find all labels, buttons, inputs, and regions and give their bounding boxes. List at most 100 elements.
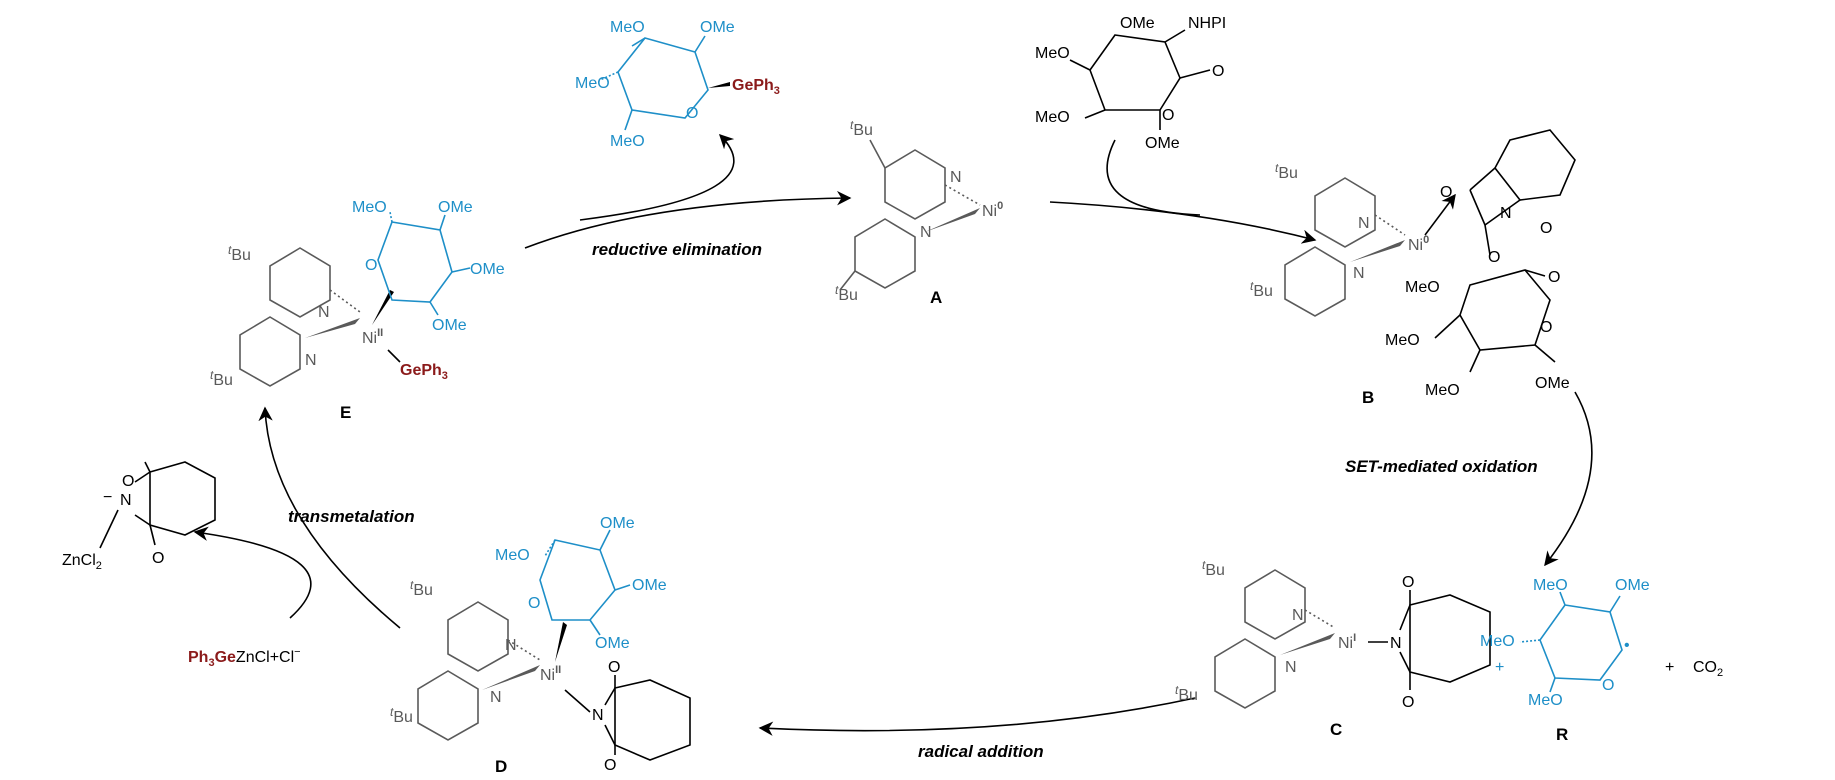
substrate-NHPI-ester: OMe NHPI O MeO MeO O OMe bbox=[1035, 15, 1226, 152]
svg-text:N: N bbox=[1292, 607, 1304, 624]
svg-text:OMe: OMe bbox=[438, 199, 473, 216]
svg-text:O: O bbox=[604, 757, 616, 774]
svg-text:N: N bbox=[1358, 215, 1370, 232]
svg-text:O: O bbox=[1162, 107, 1174, 124]
svg-text:GePh3: GePh3 bbox=[732, 77, 780, 97]
svg-text:MeO: MeO bbox=[1035, 45, 1070, 62]
svg-text:•: • bbox=[1624, 637, 1630, 654]
svg-text:O: O bbox=[686, 105, 698, 122]
label-B: B bbox=[1362, 388, 1374, 407]
svg-text:N: N bbox=[1500, 205, 1512, 222]
arrow-A-to-B bbox=[1049, 201, 1317, 244]
arrow-NHPI-in bbox=[1106, 139, 1201, 216]
arrow-D-to-E bbox=[258, 406, 401, 629]
arrow-E-to-A bbox=[524, 190, 852, 249]
svg-text:O: O bbox=[1212, 63, 1224, 80]
svg-text:NHPI: NHPI bbox=[1188, 15, 1226, 32]
svg-text:+: + bbox=[1495, 659, 1504, 676]
svg-text:N: N bbox=[505, 637, 517, 654]
svg-text:CO2: CO2 bbox=[1693, 659, 1723, 679]
label-C: C bbox=[1330, 720, 1342, 739]
step-transmetalation: transmetalation bbox=[288, 507, 415, 526]
svg-text:N: N bbox=[920, 224, 932, 241]
arrow-ZnCl-out bbox=[193, 526, 312, 619]
svg-text:Ni0: Ni0 bbox=[982, 200, 1003, 220]
svg-text:GePh3: GePh3 bbox=[400, 362, 448, 382]
svg-text:O: O bbox=[1402, 574, 1414, 591]
svg-text:tBu: tBu bbox=[1175, 683, 1198, 704]
svg-text:MeO: MeO bbox=[1035, 109, 1070, 126]
svg-text:MeO: MeO bbox=[1528, 692, 1563, 709]
svg-text:tBu: tBu bbox=[390, 705, 413, 726]
svg-text:tBu: tBu bbox=[210, 368, 233, 389]
step-radical-addition: radical addition bbox=[918, 742, 1044, 761]
svg-text:N: N bbox=[305, 352, 317, 369]
product-glycosyl-germane: MeO OMe MeO O MeO GePh3 bbox=[575, 19, 780, 150]
complex-B: tBu tBu N N Ni0 O N O O O MeO MeO O MeO … bbox=[1250, 129, 1576, 407]
label-E: E bbox=[340, 403, 351, 422]
svg-text:O: O bbox=[1540, 220, 1552, 237]
label-R: R bbox=[1556, 725, 1568, 744]
svg-text:O: O bbox=[1548, 269, 1560, 286]
svg-text:N: N bbox=[120, 492, 132, 509]
svg-text:NiII: NiII bbox=[540, 664, 561, 684]
svg-text:MeO: MeO bbox=[1385, 332, 1420, 349]
svg-text:O: O bbox=[608, 659, 620, 676]
svg-text:O: O bbox=[122, 473, 134, 490]
complex-C: tBu tBu N N NiI N O O C bbox=[1175, 558, 1491, 739]
svg-text:tBu: tBu bbox=[228, 243, 251, 264]
arrow-B-to-C bbox=[1544, 391, 1593, 567]
svg-text:MeO: MeO bbox=[352, 199, 387, 216]
svg-text:OMe: OMe bbox=[470, 261, 505, 278]
zinc-phthalimide-byproduct: O N − O ZnCl2 bbox=[62, 461, 216, 572]
svg-text:Ph3GeZnCl+Cl−: Ph3GeZnCl+Cl− bbox=[188, 646, 301, 669]
svg-text:OMe: OMe bbox=[600, 515, 635, 532]
complex-A: tBu tBu N N Ni0 A bbox=[835, 118, 1003, 307]
step-reductive-elimination: reductive elimination bbox=[592, 240, 762, 259]
step-set-oxidation: SET-mediated oxidation bbox=[1345, 457, 1538, 476]
label-D: D bbox=[495, 757, 507, 776]
svg-text:MeO: MeO bbox=[1405, 279, 1440, 296]
svg-text:tBu: tBu bbox=[850, 118, 873, 139]
svg-text:O: O bbox=[1540, 319, 1552, 336]
svg-text:MeO: MeO bbox=[610, 19, 645, 36]
svg-text:OMe: OMe bbox=[700, 19, 735, 36]
svg-text:tBu: tBu bbox=[410, 578, 433, 599]
svg-text:OMe: OMe bbox=[1615, 577, 1650, 594]
svg-text:MeO: MeO bbox=[495, 547, 530, 564]
svg-text:MeO: MeO bbox=[1425, 382, 1460, 399]
svg-text:OMe: OMe bbox=[595, 635, 630, 652]
svg-text:MeO: MeO bbox=[1480, 633, 1515, 650]
svg-text:MeO: MeO bbox=[610, 133, 645, 150]
svg-text:−: − bbox=[103, 489, 112, 506]
svg-text:O: O bbox=[1402, 694, 1414, 711]
svg-text:ZnCl2: ZnCl2 bbox=[62, 552, 102, 572]
svg-text:OMe: OMe bbox=[1145, 135, 1180, 152]
svg-text:N: N bbox=[592, 707, 604, 724]
svg-text:N: N bbox=[1390, 635, 1402, 652]
svg-text:MeO: MeO bbox=[575, 75, 610, 92]
svg-text:tBu: tBu bbox=[1250, 279, 1273, 300]
svg-text:O: O bbox=[365, 257, 377, 274]
svg-text:N: N bbox=[950, 169, 962, 186]
germyl-zinc-reagent: Ph3GeZnCl+Cl− bbox=[188, 646, 301, 669]
svg-text:O: O bbox=[1488, 249, 1500, 266]
svg-text:NiII: NiII bbox=[362, 327, 383, 347]
arrow-C-to-D bbox=[758, 697, 1196, 736]
svg-text:MeO: MeO bbox=[1533, 577, 1568, 594]
radical-R: MeO OMe MeO O MeO • + + CO2 R bbox=[1480, 577, 1723, 744]
svg-text:+: + bbox=[1665, 659, 1674, 676]
label-A: A bbox=[930, 288, 942, 307]
svg-text:N: N bbox=[1353, 265, 1365, 282]
complex-D: tBu tBu N N NiII MeO OMe OMe O OMe N O O… bbox=[390, 515, 691, 776]
svg-text:O: O bbox=[1602, 677, 1614, 694]
svg-text:O: O bbox=[528, 595, 540, 612]
svg-text:O: O bbox=[152, 550, 164, 567]
svg-text:OMe: OMe bbox=[632, 577, 667, 594]
arrow-product-release bbox=[579, 133, 735, 221]
svg-text:tBu: tBu bbox=[1275, 161, 1298, 182]
cycle-arrows bbox=[193, 133, 1593, 736]
svg-text:N: N bbox=[1285, 659, 1297, 676]
svg-text:OMe: OMe bbox=[1120, 15, 1155, 32]
